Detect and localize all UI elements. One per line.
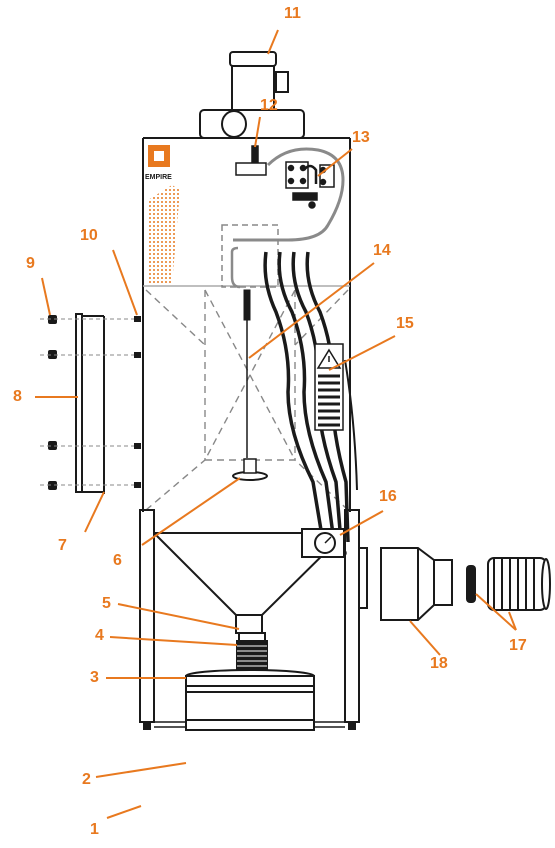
callout-4: 4 <box>95 627 104 644</box>
empire-logo: EMPIRE <box>145 145 172 181</box>
callout-3: 3 <box>90 669 99 686</box>
callout-2: 2 <box>82 771 91 788</box>
air-line <box>233 147 345 242</box>
feet <box>143 722 356 730</box>
shaker-assembly <box>232 289 268 481</box>
blower-motor <box>199 51 305 139</box>
callout-8: 8 <box>13 388 22 405</box>
leader-lines <box>35 29 517 819</box>
callout-5: 5 <box>102 595 111 612</box>
flex-hose <box>487 557 551 611</box>
panel-guide-lines <box>40 318 134 486</box>
cabinet-frame <box>142 137 351 512</box>
vent-grille <box>148 185 180 285</box>
callout-10: 10 <box>80 227 98 244</box>
callout-1: 1 <box>90 821 99 838</box>
callout-13: 13 <box>352 129 370 146</box>
inlet-reducer <box>380 547 453 621</box>
collection-drum <box>185 669 315 731</box>
control-box <box>221 224 279 288</box>
callout-16: 16 <box>379 488 397 505</box>
callout-14: 14 <box>373 242 391 259</box>
flex-sleeve <box>236 632 268 672</box>
callout-15: 15 <box>396 315 414 332</box>
pressure-gauge <box>301 528 345 558</box>
panel-knobs <box>48 315 141 490</box>
callout-17: 17 <box>509 637 527 654</box>
callout-12: 12 <box>260 97 278 114</box>
empire-logo-text: EMPIRE <box>145 174 172 181</box>
callout-11: 11 <box>284 5 301 22</box>
warning-label <box>314 343 358 491</box>
access-panel <box>75 313 105 494</box>
hose-clamp <box>466 565 476 603</box>
callout-7: 7 <box>58 537 67 554</box>
callout-6: 6 <box>113 552 122 569</box>
callout-18: 18 <box>430 655 448 672</box>
callout-9: 9 <box>26 255 35 272</box>
control-valves <box>235 145 335 209</box>
